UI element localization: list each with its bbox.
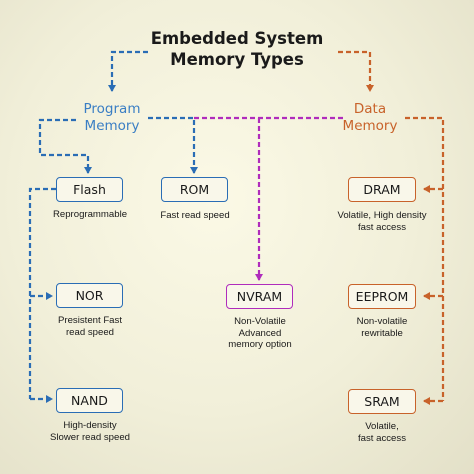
eeprom-desc-line2: rewritable — [361, 327, 403, 339]
dram-desc-line1: Volatile, High density — [337, 210, 427, 221]
nvram-desc-line3: memory option — [228, 339, 292, 350]
rom-desc-line1: Fast read speed — [160, 210, 230, 221]
nand-desc-line2: Slower read speed — [50, 431, 130, 443]
data-memory-label: Data Memory — [338, 101, 402, 135]
flash-description: Reprogrammable — [30, 209, 150, 221]
program-to-flash-arrow — [38, 118, 92, 174]
rom-box: ROM — [161, 177, 228, 202]
eeprom-box: EEPROM — [348, 284, 416, 309]
nor-description: Presistent Fast read speed — [30, 315, 150, 338]
data-memory-line2: Memory — [342, 118, 398, 134]
nvram-desc-line1: Non-Volatile — [234, 316, 286, 327]
dram-desc-line2: fast access — [358, 221, 406, 233]
rom-description: Fast read speed — [135, 210, 255, 222]
data-memory-line1: Data — [353, 101, 387, 117]
title-to-data-arrow — [338, 50, 374, 92]
program-to-rom-arrow — [148, 116, 198, 174]
program-memory-line2: Memory — [84, 118, 140, 134]
nand-box: NAND — [56, 388, 123, 413]
diagram-title-line1: Embedded System — [150, 29, 324, 48]
program-memory-label: Program Memory — [72, 101, 152, 135]
nor-desc-line2: read speed — [65, 326, 114, 338]
sram-description: Volatile, fast access — [322, 421, 442, 444]
title-to-program-arrow — [108, 50, 148, 92]
program-trunk-line — [28, 187, 56, 399]
nvram-box: NVRAM — [226, 284, 293, 309]
dram-description: Volatile, High density fast access — [312, 210, 452, 233]
nvram-desc-line2: Advanced — [238, 327, 282, 339]
eeprom-description: Non-volatile rewritable — [322, 316, 442, 339]
nand-desc-line1: High-density — [63, 420, 117, 431]
program-memory-line1: Program — [83, 101, 141, 117]
nand-description: High-density Slower read speed — [25, 420, 155, 443]
dram-box: DRAM — [348, 177, 416, 202]
sram-box: SRAM — [348, 389, 416, 414]
flash-desc-line1: Reprogrammable — [52, 209, 128, 220]
diagram-title-line2: Memory Types — [170, 50, 304, 69]
nor-desc-line1: Presistent Fast — [58, 315, 122, 326]
nor-box: NOR — [56, 283, 123, 308]
eeprom-desc-line1: Non-volatile — [356, 316, 408, 327]
sram-desc-line1: Volatile, — [365, 421, 399, 432]
flash-box: Flash — [56, 177, 123, 202]
sram-desc-line2: fast access — [358, 432, 406, 444]
nvram-description: Non-Volatile Advanced memory option — [200, 316, 320, 351]
data-trunk-line — [405, 116, 445, 401]
